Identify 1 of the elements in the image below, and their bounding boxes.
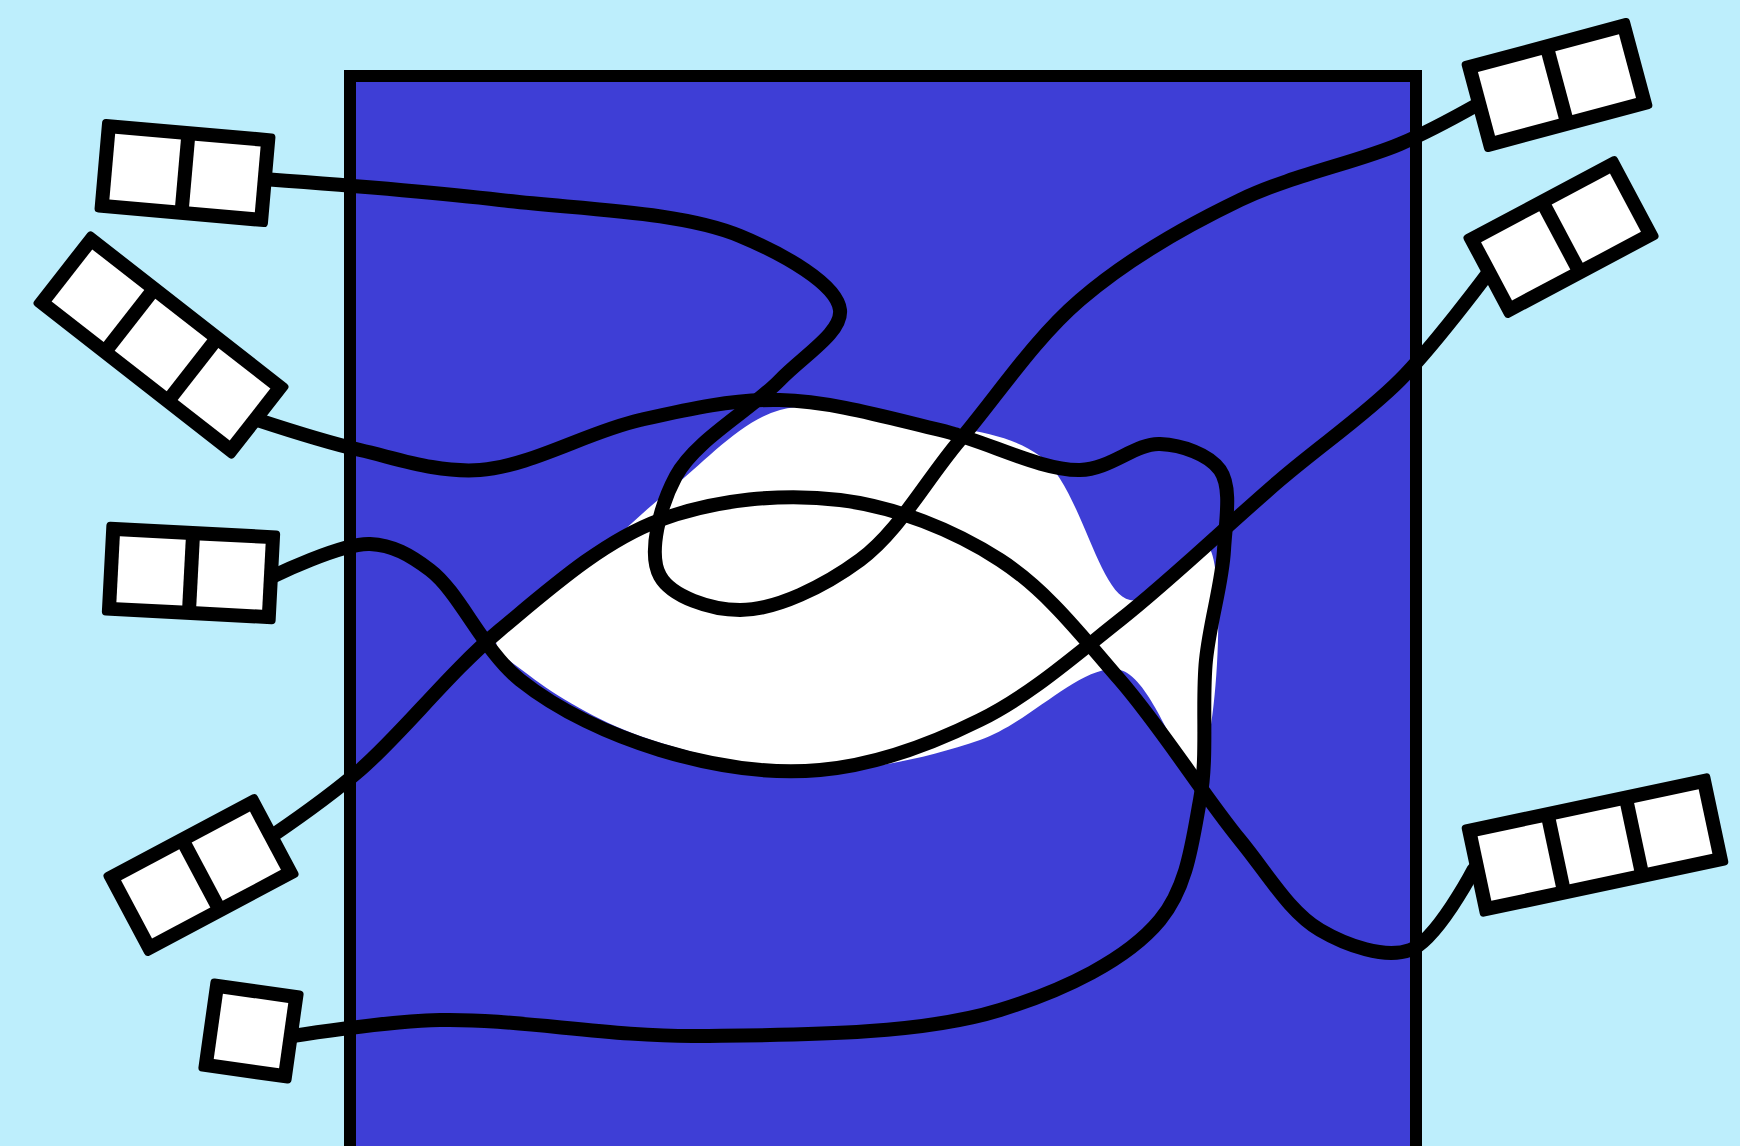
connector-plug bbox=[100, 520, 280, 624]
